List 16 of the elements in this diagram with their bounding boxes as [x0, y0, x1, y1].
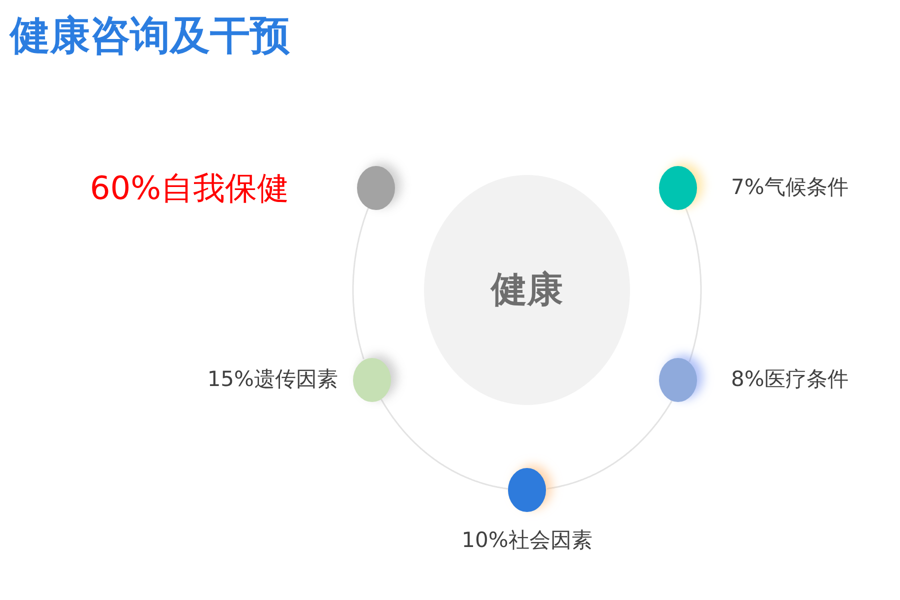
arc-line — [352, 208, 369, 360]
percentage-label: 10%社会因素 — [462, 528, 592, 554]
dot-icon — [357, 166, 395, 210]
dot-icon — [659, 166, 697, 210]
percentage-label: 15%遗传因素 — [207, 367, 338, 393]
arc-line — [546, 400, 672, 490]
center-label: 健康 — [489, 268, 564, 312]
arc-line — [685, 208, 702, 362]
dot-icon — [659, 358, 697, 402]
dot-icon — [508, 468, 546, 512]
percentage-label: 7%气候条件 — [731, 175, 848, 201]
percentage-label: 8%医疗条件 — [731, 367, 848, 393]
dot-icon — [353, 358, 391, 402]
arc-line — [380, 398, 508, 490]
title: 健康咨询及干预 — [10, 12, 290, 60]
percentage-label: 60%自我保健 — [90, 168, 289, 208]
